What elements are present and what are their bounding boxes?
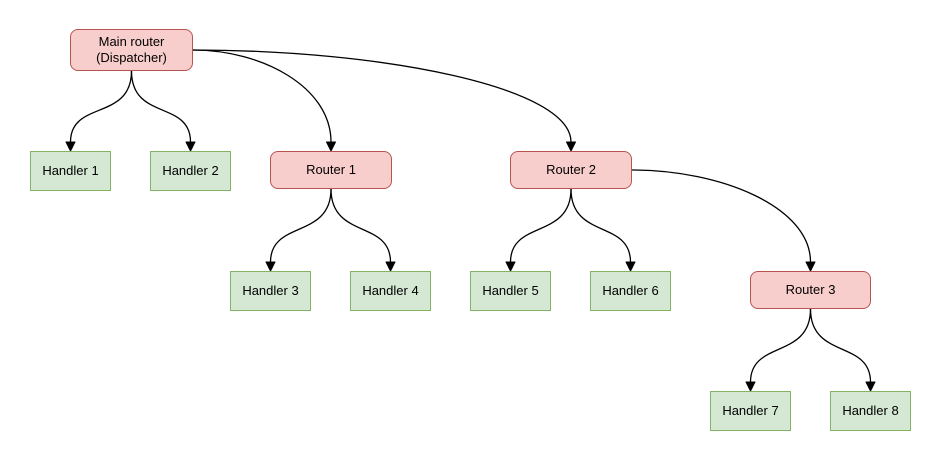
arrowhead-icon [326, 141, 336, 152]
edge-router-2-to-handler-5 [509, 188, 572, 263]
arrowhead-icon [805, 261, 816, 272]
edge-router-1-to-handler-3 [269, 188, 332, 263]
node-label-handler-1: Handler 1 [42, 162, 99, 178]
node-label-handler-5: Handler 5 [482, 282, 539, 298]
arrowhead-icon [745, 381, 756, 392]
node-router-3: Router 3 [750, 271, 871, 309]
arrowhead-icon [385, 261, 396, 272]
edge-main-router-to-handler-2 [130, 70, 192, 143]
edge-router-2-to-handler-6 [570, 188, 632, 263]
node-label-router-2: Router 2 [546, 161, 596, 177]
arrowhead-icon [505, 261, 516, 272]
node-label-handler-7: Handler 7 [722, 402, 779, 418]
node-handler-4: Handler 4 [350, 271, 431, 311]
edge-main-router-to-router-2 [192, 49, 572, 143]
node-handler-7: Handler 7 [710, 391, 791, 431]
node-label-handler-6: Handler 6 [602, 282, 659, 298]
node-label-main-router: Main router (Dispatcher) [96, 33, 167, 65]
node-label-router-1: Router 1 [306, 161, 356, 177]
node-label-handler-3: Handler 3 [242, 282, 299, 298]
node-label-router-3: Router 3 [785, 281, 836, 297]
node-router-2: Router 2 [510, 151, 632, 189]
edge-main-router-to-handler-1 [69, 70, 133, 143]
node-main-router: Main router (Dispatcher) [70, 29, 193, 71]
arrowhead-icon [566, 141, 576, 152]
node-router-1: Router 1 [270, 151, 392, 189]
node-handler-1: Handler 1 [30, 151, 111, 191]
arrowhead-icon [625, 261, 636, 272]
arrowhead-icon [185, 141, 196, 152]
node-handler-3: Handler 3 [230, 271, 311, 311]
arrowhead-icon [65, 141, 76, 152]
arrowhead-icon [865, 381, 876, 392]
edge-main-router-to-router-1 [192, 49, 332, 143]
edge-router-1-to-handler-4 [330, 188, 392, 263]
node-handler-6: Handler 6 [590, 271, 671, 311]
edge-router-2-to-router-3 [631, 169, 812, 263]
node-label-handler-2: Handler 2 [162, 162, 219, 178]
arrowhead-icon [265, 261, 276, 272]
node-label-handler-4: Handler 4 [362, 282, 419, 298]
edge-router-3-to-handler-8 [809, 308, 872, 383]
node-handler-5: Handler 5 [470, 271, 551, 311]
edge-router-3-to-handler-7 [749, 308, 812, 383]
node-label-handler-8: Handler 8 [842, 402, 899, 418]
node-handler-8: Handler 8 [830, 391, 911, 431]
node-handler-2: Handler 2 [150, 151, 231, 191]
